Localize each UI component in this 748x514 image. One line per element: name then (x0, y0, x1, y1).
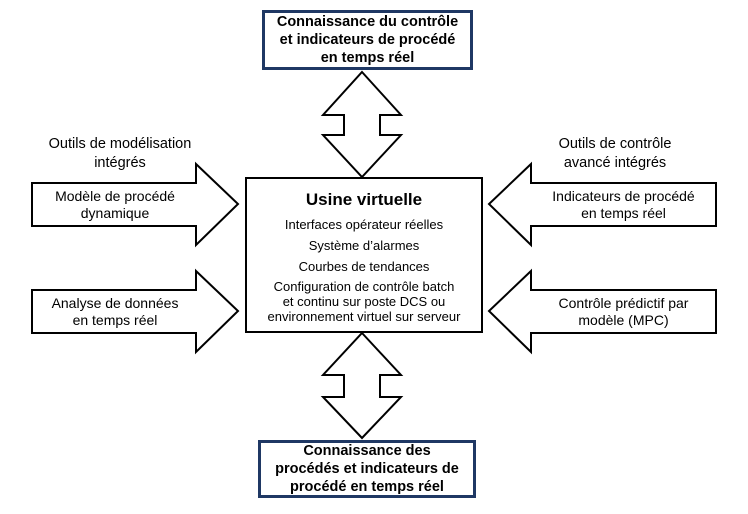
label-controle-predictif: Contrôle prédictif par modèle (MPC) (558, 295, 689, 328)
arrow-right-bottom (487, 268, 717, 355)
center-item: Interfaces opérateur réelles (284, 217, 444, 232)
bottom-box: Connaissance des procédés et indicateurs… (258, 440, 476, 498)
top-box: Connaissance du contrôle et indicateurs … (262, 10, 473, 70)
center-item: Système d’alarmes (308, 238, 420, 253)
label-modele-procede: Modèle de procédé dynamique (55, 188, 175, 221)
bottom-double-arrow (320, 331, 404, 440)
left-caption: Outils de modélisation intégrés (48, 136, 192, 171)
arrow-right-top (487, 161, 717, 248)
label-analyse-donnees: Analyse de données en temps réel (51, 295, 179, 328)
arrow-left-bottom (31, 268, 240, 355)
center-item: Courbes de tendances (298, 259, 430, 274)
label-indicateurs-procede: Indicateurs de procédé en temps réel (552, 188, 695, 221)
center-title: Usine virtuelle (305, 190, 423, 209)
right-caption: Outils de contrôle avancé intégrés (558, 136, 672, 171)
center-item: Configuration de contrôle batch et conti… (267, 279, 461, 324)
usine-virtuelle-box: Usine virtuelle Interfaces opérateur rée… (245, 177, 483, 333)
arrow-left-top (31, 161, 240, 248)
top-double-arrow (320, 70, 404, 179)
